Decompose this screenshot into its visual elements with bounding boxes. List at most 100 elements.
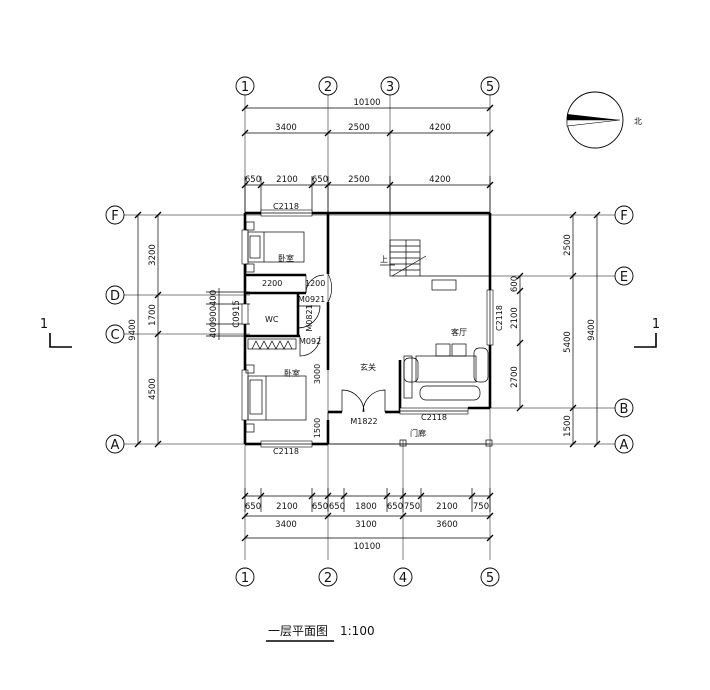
axis-left-F: F <box>111 209 118 224</box>
label-m1822: M1822 <box>350 417 377 426</box>
room-porch: 门廊 <box>410 428 426 438</box>
axis-bottom-5: 5 <box>486 571 494 586</box>
dim-top-2500b: 2500 <box>348 175 370 185</box>
dim-bottom-3600: 3600 <box>436 520 458 530</box>
furniture <box>245 221 489 433</box>
closet <box>247 338 297 350</box>
porch-column <box>399 439 407 447</box>
section-mark-right: 1 <box>652 317 660 332</box>
caption: 一层平面图 1:100 <box>266 624 375 642</box>
top-axis-markers: 1 2 3 5 <box>235 76 500 96</box>
bed-top <box>247 231 305 263</box>
dim-right-2100: 2100 <box>510 307 520 329</box>
dim-top-3400: 3400 <box>275 123 297 133</box>
dim-right-9400: 9400 <box>587 319 597 341</box>
windows <box>241 209 494 448</box>
dim-left-4500: 4500 <box>148 378 158 400</box>
bed-bottom <box>247 375 307 421</box>
dim-bottom-750b: 750 <box>473 502 489 512</box>
axis-bottom-1: 1 <box>241 571 249 586</box>
left-dimensions: 9400 3200 1700 4500 400 900 400 C0915 <box>128 211 250 448</box>
door-entry-right <box>362 389 386 413</box>
door-entry-left <box>341 389 365 413</box>
label-1500: 1500 <box>313 418 322 438</box>
dim-top-650b: 650 <box>312 175 328 185</box>
section-marks: 1 1 <box>40 317 660 348</box>
axis-top-5: 5 <box>486 80 494 95</box>
dim-bottom-650d: 650 <box>387 502 403 512</box>
north-arrow: 北 <box>566 91 642 149</box>
dim-right-5400: 5400 <box>563 331 573 353</box>
axis-top-1: 1 <box>241 80 249 95</box>
dim-bottom-650b: 650 <box>312 502 328 512</box>
window-bedroom-top-side <box>241 229 249 265</box>
dim-bottom-2100a: 2100 <box>276 502 298 512</box>
top-dimensions: 10100 3400 2500 4200 650 2100 650 2500 4… <box>241 98 494 215</box>
dim-left-9400: 9400 <box>128 319 138 341</box>
stair-up-label: 上 <box>380 255 388 264</box>
caption-title: 一层平面图 <box>268 624 328 638</box>
dim-right-1500: 1500 <box>563 415 573 437</box>
porch <box>327 412 493 447</box>
dim-bottom-650c: 650 <box>329 502 345 512</box>
dim-bottom-750a: 750 <box>404 502 420 512</box>
label-m0921: M0921 <box>298 295 325 304</box>
right-dimensions: 600 2100 2700 2500 5400 1500 9400 <box>510 211 601 448</box>
axis-right-F: F <box>620 209 627 224</box>
doors <box>297 273 386 413</box>
north-arrow-icon <box>567 114 620 120</box>
label-m0821: M0821 <box>305 304 314 331</box>
room-living: 客厅 <box>451 327 467 337</box>
bottom-axis-markers: 1 2 4 5 <box>235 567 500 587</box>
dim-left-3200: 3200 <box>148 244 158 266</box>
dim-top-650a: 650 <box>245 175 261 185</box>
window-c0915: C0915 <box>232 300 242 328</box>
caption-scale: 1:100 <box>340 624 375 638</box>
label-c2118-living: C2118 <box>421 413 447 422</box>
sofa <box>419 385 481 401</box>
dim-top-2100: 2100 <box>276 175 298 185</box>
dim-top-4200: 4200 <box>429 123 451 133</box>
dim-top-2500: 2500 <box>348 123 370 133</box>
window-wc <box>241 303 249 325</box>
room-labels: 卧室 卧室 WC 玄关 客厅 门廊 <box>265 253 467 438</box>
axis-top-3: 3 <box>386 80 394 95</box>
label-2200: 2200 <box>262 279 282 288</box>
dim-top-total: 10100 <box>353 98 380 108</box>
label-c2118-right: C2118 <box>495 305 504 331</box>
dim-bottom-2100b: 2100 <box>436 502 458 512</box>
dim-top-4200b: 4200 <box>429 175 451 185</box>
opening-labels: C2118 C2118 C2118 C2118 M0921 M092 M0821… <box>262 202 504 456</box>
axis-left-A: A <box>111 438 120 453</box>
axis-right-E: E <box>620 270 628 285</box>
left-axis-markers: F D C A <box>105 205 125 454</box>
dim-bottom-total: 10100 <box>353 542 380 552</box>
label-c2118-bottom: C2118 <box>273 447 299 456</box>
dim-left-900: 900 <box>209 306 219 322</box>
north-label: 北 <box>634 117 642 126</box>
dim-bottom-650a: 650 <box>245 502 261 512</box>
bottom-dimensions: 650 2100 650 650 1800 650 750 2100 750 3… <box>241 488 494 552</box>
label-3000: 3000 <box>313 364 322 384</box>
dim-right-600: 600 <box>510 276 520 292</box>
coffee-table <box>415 355 477 383</box>
room-wc: WC <box>265 315 279 324</box>
room-bedroom-bottom: 卧室 <box>284 368 300 378</box>
dim-left-400b: 400 <box>209 322 219 338</box>
axis-left-C: C <box>110 328 119 343</box>
axis-bottom-2: 2 <box>324 571 332 586</box>
axis-right-A: A <box>620 438 629 453</box>
right-axis-markers: F E B A <box>600 205 634 454</box>
dim-bottom-3100: 3100 <box>355 520 377 530</box>
stair: 上 <box>380 239 490 277</box>
dim-left-1700: 1700 <box>148 304 158 326</box>
axis-top-2: 2 <box>324 80 332 95</box>
dim-bottom-1800: 1800 <box>355 502 377 512</box>
window-bedroom-bottom-side <box>241 369 249 421</box>
section-mark-left: 1 <box>40 317 48 332</box>
label-c2118-top: C2118 <box>273 202 299 211</box>
dim-right-2500: 2500 <box>563 234 573 256</box>
dim-right-2700: 2700 <box>510 366 520 388</box>
dim-left-400a: 400 <box>209 290 219 306</box>
